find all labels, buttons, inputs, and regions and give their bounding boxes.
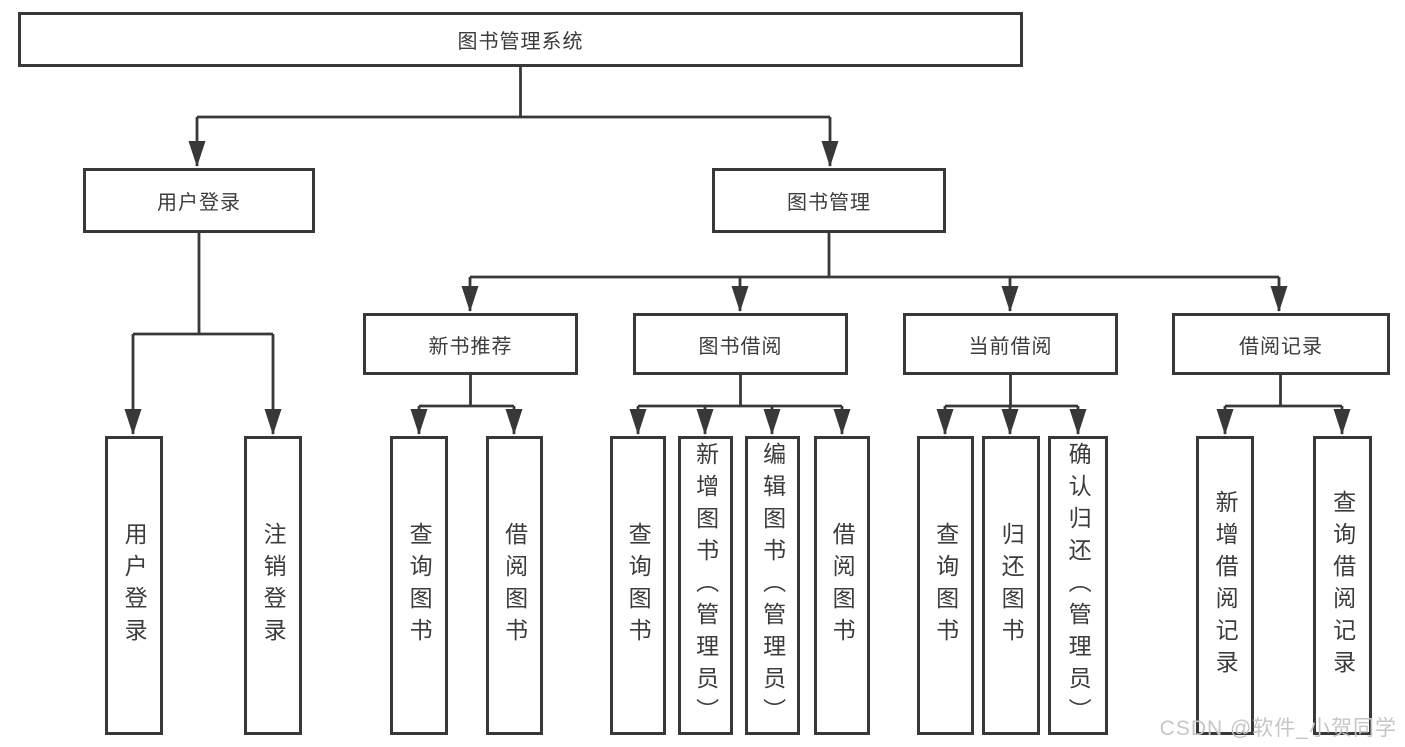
leaf-logout-label: 注销登录 (260, 521, 287, 650)
node-root: 图书管理系统 (18, 12, 1023, 67)
node-book-borrowing-label: 图书借阅 (698, 335, 783, 358)
node-root-label: 图书管理系统 (457, 31, 584, 53)
leaf-query-books-borrowing: 查询图书 (610, 436, 666, 735)
leaf-confirm-return-admin-label: 确认归还（管理员） (1065, 441, 1092, 730)
leaf-user-login-label: 用户登录 (121, 521, 148, 650)
leaf-borrow-books-recommend-label: 借阅图书 (501, 521, 528, 650)
node-user-login-label: 用户登录 (157, 192, 241, 214)
leaf-query-borrow-record-label: 查询借阅记录 (1329, 489, 1356, 682)
node-current-borrowing-label: 当前借阅 (968, 335, 1053, 358)
leaf-query-books-recommend-label: 查询图书 (406, 521, 433, 650)
leaf-logout: 注销登录 (244, 436, 302, 735)
node-new-book-recommend-label: 新书推荐 (428, 335, 513, 358)
leaf-query-books-recommend: 查询图书 (390, 436, 448, 735)
leaf-query-borrow-record: 查询借阅记录 (1313, 436, 1372, 735)
leaf-return-book-label: 归还图书 (998, 521, 1025, 650)
node-current-borrowing: 当前借阅 (903, 313, 1118, 375)
leaf-add-borrow-record-label: 新增借阅记录 (1212, 489, 1239, 682)
leaf-add-borrow-record: 新增借阅记录 (1196, 436, 1254, 735)
leaf-confirm-return-admin: 确认归还（管理员） (1048, 436, 1108, 735)
node-borrowing-records-label: 借阅记录 (1239, 335, 1323, 358)
leaf-query-books-current: 查询图书 (917, 436, 974, 735)
leaf-borrow-books-borrowing: 借阅图书 (814, 436, 870, 735)
leaf-query-books-current-label: 查询图书 (932, 521, 959, 650)
leaf-add-book-admin-label: 新增图书（管理员） (692, 441, 719, 730)
leaf-add-book-admin: 新增图书（管理员） (678, 436, 733, 735)
node-book-management: 图书管理 (712, 168, 946, 233)
node-book-borrowing: 图书借阅 (633, 313, 848, 375)
leaf-query-books-borrowing-label: 查询图书 (625, 521, 652, 650)
node-borrowing-records: 借阅记录 (1172, 313, 1390, 375)
leaf-user-login: 用户登录 (105, 436, 163, 735)
node-user-login: 用户登录 (83, 168, 315, 233)
leaf-edit-book-admin-label: 编辑图书（管理员） (759, 441, 786, 730)
node-new-book-recommend: 新书推荐 (363, 313, 578, 375)
leaf-return-book: 归还图书 (982, 436, 1040, 735)
leaf-borrow-books-recommend: 借阅图书 (486, 436, 543, 735)
leaf-edit-book-admin: 编辑图书（管理员） (745, 436, 800, 735)
node-book-management-label: 图书管理 (787, 192, 871, 214)
leaf-borrow-books-borrowing-label: 借阅图书 (829, 521, 856, 650)
